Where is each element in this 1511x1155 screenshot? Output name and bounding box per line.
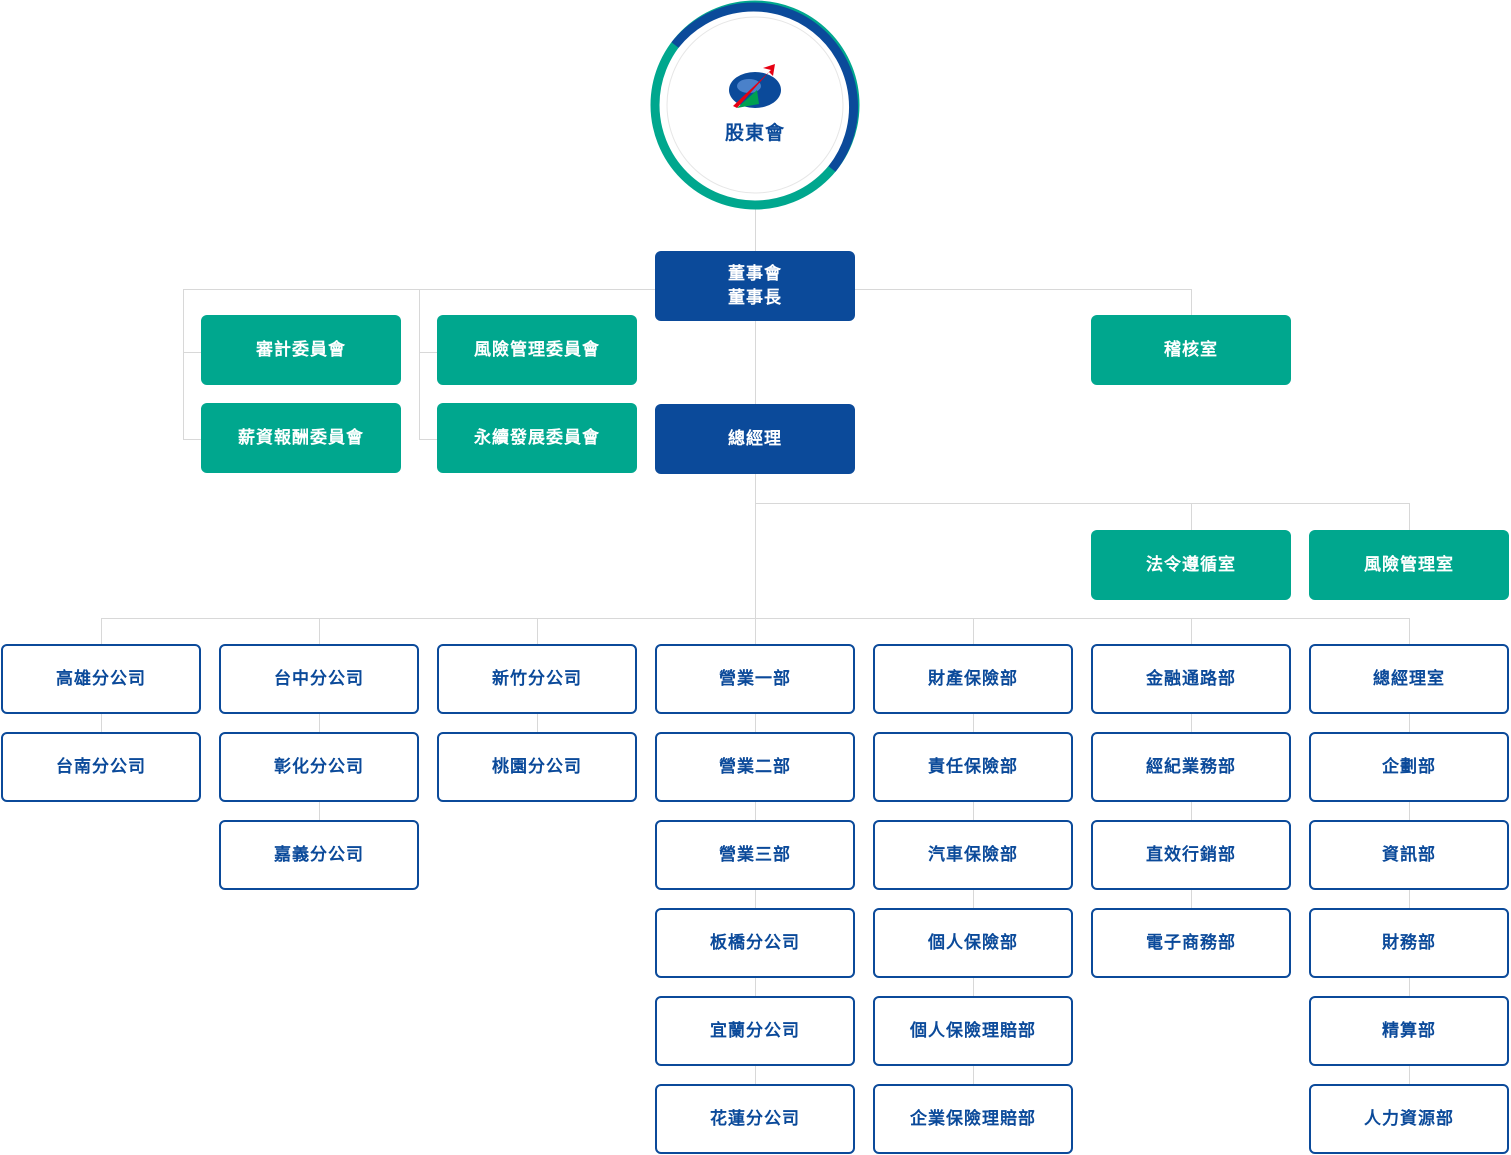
department-box[interactable]: 經紀業務部 [1091, 732, 1291, 802]
department-box[interactable]: 營業三部 [655, 820, 855, 890]
department-box[interactable]: 台南分公司 [1, 732, 201, 802]
department-box[interactable]: 板橋分公司 [655, 908, 855, 978]
shareholders-meeting-label: 股東會 [724, 122, 785, 144]
connector [183, 352, 201, 353]
department-box[interactable]: 責任保險部 [873, 732, 1073, 802]
remuneration-committee-box[interactable]: 薪資報酬委員會 [201, 403, 401, 473]
department-box[interactable]: 花蓮分公司 [655, 1084, 855, 1154]
department-box[interactable]: 財產保險部 [873, 644, 1073, 714]
department-box[interactable]: 總經理室 [1309, 644, 1509, 714]
connector [1191, 503, 1192, 531]
president-box[interactable]: 總經理 [655, 404, 855, 474]
board-line-2: 董事長 [728, 288, 782, 308]
connector [1409, 503, 1410, 531]
department-box[interactable]: 台中分公司 [219, 644, 419, 714]
connector [183, 439, 201, 440]
department-box[interactable]: 金融通路部 [1091, 644, 1291, 714]
connector [319, 618, 320, 833]
department-box[interactable]: 營業一部 [655, 644, 855, 714]
board-of-directors-box[interactable]: 董事會 董事長 [655, 251, 855, 321]
department-box[interactable]: 資訊部 [1309, 820, 1509, 890]
audit-committee-box[interactable]: 審計委員會 [201, 315, 401, 385]
department-box[interactable]: 嘉義分公司 [219, 820, 419, 890]
connector [1191, 289, 1192, 315]
sustainability-committee-box[interactable]: 永續發展委員會 [437, 403, 637, 473]
connector [183, 289, 184, 440]
department-box[interactable]: 桃園分公司 [437, 732, 637, 802]
risk-management-office-box[interactable]: 風險管理室 [1309, 530, 1509, 600]
department-box[interactable]: 企劃部 [1309, 732, 1509, 802]
department-box[interactable]: 財務部 [1309, 908, 1509, 978]
department-box[interactable]: 直效行銷部 [1091, 820, 1291, 890]
connector [419, 289, 420, 440]
department-box[interactable]: 新竹分公司 [437, 644, 637, 714]
department-box[interactable]: 個人保險理賠部 [873, 996, 1073, 1066]
department-box[interactable]: 精算部 [1309, 996, 1509, 1066]
department-box[interactable]: 宜蘭分公司 [655, 996, 855, 1066]
department-box[interactable]: 電子商務部 [1091, 908, 1291, 978]
connector [419, 352, 437, 353]
compliance-office-box[interactable]: 法令遵循室 [1091, 530, 1291, 600]
department-box[interactable]: 彰化分公司 [219, 732, 419, 802]
board-line-1: 董事會 [728, 264, 782, 284]
connector [755, 503, 1410, 504]
department-box[interactable]: 高雄分公司 [1, 644, 201, 714]
risk-management-committee-box[interactable]: 風險管理委員會 [437, 315, 637, 385]
department-box[interactable]: 汽車保險部 [873, 820, 1073, 890]
department-box[interactable]: 個人保險部 [873, 908, 1073, 978]
department-box[interactable]: 人力資源部 [1309, 1084, 1509, 1154]
department-box[interactable]: 營業二部 [655, 732, 855, 802]
connector [419, 439, 437, 440]
department-box[interactable]: 企業保險理賠部 [873, 1084, 1073, 1154]
audit-office-box[interactable]: 稽核室 [1091, 315, 1291, 385]
company-logo-icon [729, 64, 781, 108]
